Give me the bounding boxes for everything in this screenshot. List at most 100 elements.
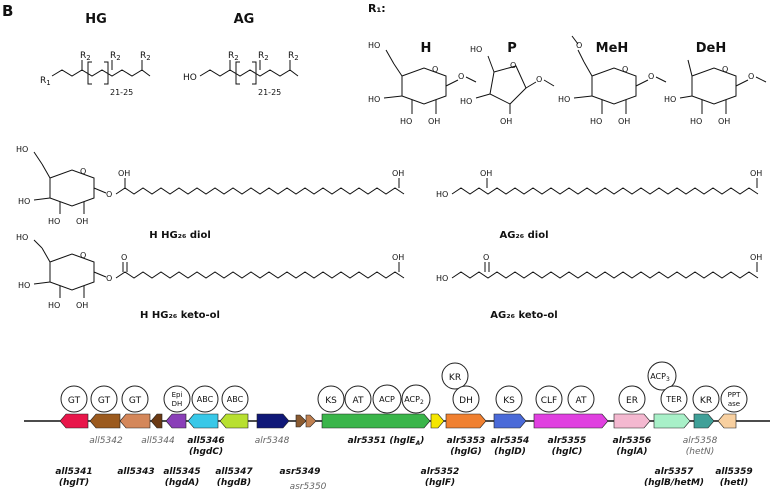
svg-text:ACP2: ACP2 (404, 395, 424, 406)
svg-text:HO: HO (436, 190, 448, 199)
gene-alr5358 (693, 413, 715, 429)
domain-ks-2: KS (495, 385, 523, 413)
svg-text:TER: TER (665, 395, 682, 404)
label-hglb-hetm: (hglB/hetM) (644, 478, 704, 488)
svg-text:21-25: 21-25 (258, 88, 281, 97)
svg-text:KR: KR (449, 373, 461, 383)
gene-alr5348 (256, 413, 290, 429)
label-asr5349: asr5349 (280, 467, 321, 477)
svg-text:OH: OH (750, 169, 762, 178)
repeat-range: 21-25 (110, 88, 133, 97)
domain-acp-1: ACP (372, 384, 402, 414)
panel-letter: B (2, 2, 13, 20)
r1-title: R₁: (368, 2, 386, 15)
gene-arrows (59, 413, 737, 429)
sugar-meh-structure: O O O HO HO OH (558, 35, 667, 126)
caption-ag26-ketool: AG₂₆ keto-ol (490, 310, 557, 321)
label-all5346: all5346 (187, 436, 224, 446)
label-hglt: (hglT) (59, 478, 89, 488)
svg-text:HO: HO (48, 301, 60, 310)
svg-text:R2: R2 (288, 51, 299, 62)
label-alr5348: alr5348 (255, 436, 290, 446)
svg-text:O: O (648, 72, 654, 81)
sugar-h-title: H (421, 41, 432, 56)
hg-structure: R1 R2 R2 R2 21-25 (40, 51, 151, 97)
svg-text:OH: OH (500, 117, 512, 126)
label-all5345: all5345 (163, 467, 200, 477)
svg-text:OH: OH (718, 117, 730, 126)
svg-text:HO: HO (368, 95, 380, 104)
svg-text:DH: DH (459, 396, 473, 406)
caption-ag26-diol: AG₂₆ diol (499, 230, 548, 241)
domain-kr-2: KR (692, 385, 720, 413)
gene-alr5354 (493, 413, 527, 429)
domain-er: ER (618, 385, 646, 413)
svg-text:O: O (576, 41, 582, 50)
label-alr5356: alr5356 (613, 436, 652, 446)
gene-asr5350 (305, 414, 317, 428)
domain-ter: TER (660, 385, 688, 413)
svg-text:GT: GT (98, 396, 111, 406)
domain-gt-1: GT (60, 385, 88, 413)
svg-text:HO: HO (18, 197, 30, 206)
svg-text:AT: AT (576, 396, 587, 406)
svg-text:OH: OH (118, 169, 130, 178)
svg-text:R2: R2 (80, 51, 91, 62)
svg-text:O: O (483, 253, 489, 262)
sugar-deh-structure: O O HO HO OH (664, 59, 767, 126)
label-alr5355: alr5355 (548, 436, 587, 446)
gene-all5342 (89, 413, 121, 429)
svg-text:OH: OH (750, 253, 762, 262)
label-hgla: (hglA) (616, 447, 647, 457)
label-hglg: (hglG) (450, 447, 482, 457)
gene-asr5349 (295, 414, 307, 428)
svg-text:R2: R2 (228, 51, 239, 62)
svg-text:O: O (106, 190, 112, 199)
svg-text:O: O (106, 274, 112, 283)
svg-text:O: O (748, 72, 754, 81)
svg-text:HO: HO (470, 45, 482, 54)
svg-text:KS: KS (325, 396, 337, 406)
svg-text:R2: R2 (110, 51, 121, 62)
gene-alr5357 (653, 413, 691, 429)
svg-text:O: O (458, 72, 464, 81)
label-alr5353: alr5353 (447, 436, 486, 446)
svg-text:HO: HO (558, 95, 570, 104)
label-alr5351: alr5351 (hglEA) (348, 436, 425, 447)
label-hglc: (hglC) (552, 447, 583, 457)
svg-text:GT: GT (129, 396, 142, 406)
hhg26-diol-structure: HO O O HO HO OH OH OH (16, 145, 404, 226)
label-alr5357: alr5357 (655, 467, 694, 477)
svg-text:Epi: Epi (172, 391, 183, 399)
label-all5342: all5342 (89, 436, 123, 446)
r1-atom: R (40, 76, 46, 86)
domain-abc-2: ABC (221, 385, 249, 413)
svg-text:HO: HO (183, 73, 197, 83)
ag-structure: HO R2 R2 R2 21-25 (183, 51, 299, 97)
gene-all5347 (219, 413, 249, 429)
label-all5344: all5344 (141, 436, 175, 446)
label-all5343: all5343 (117, 467, 154, 477)
gene-alr5351 (321, 413, 431, 429)
sugar-p-title: P (507, 41, 517, 56)
label-hetn: (hetN) (686, 447, 715, 457)
svg-text:ER: ER (626, 396, 638, 406)
domain-acp-3: ACP3 (647, 361, 677, 391)
label-hgdc: (hgdC) (189, 447, 223, 457)
svg-text:HO: HO (368, 41, 380, 50)
svg-text:OH: OH (392, 253, 404, 262)
svg-text:OH: OH (618, 117, 630, 126)
svg-text:OH: OH (392, 169, 404, 178)
svg-text:HO: HO (16, 233, 28, 242)
svg-text:O: O (80, 167, 86, 176)
r1-sub: 1 (46, 79, 50, 87)
svg-text:AT: AT (353, 396, 364, 406)
svg-text:OH: OH (76, 217, 88, 226)
label-hgdb: (hgdB) (217, 478, 251, 488)
label-hgld: (hglD) (494, 447, 526, 457)
ag26-diol-structure: HO OH OH (436, 169, 762, 199)
gene-all5341 (59, 413, 89, 429)
gene-all5343 (119, 413, 151, 429)
